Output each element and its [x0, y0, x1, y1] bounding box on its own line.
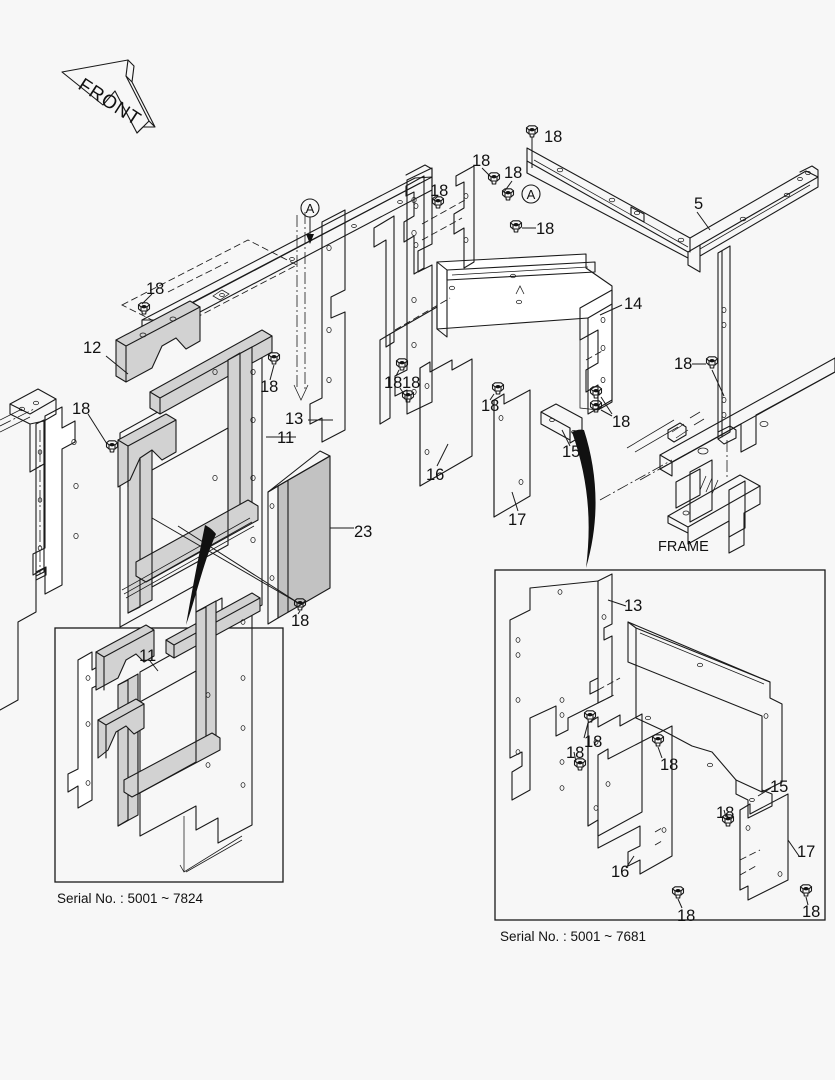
label-18: 18 — [402, 374, 420, 392]
label-18: 18 — [472, 152, 490, 170]
inset-right-label-16: 16 — [611, 863, 629, 881]
inset-right-serial: Serial No. : 5001 ~ 7681 — [500, 929, 646, 944]
label-18: 18 — [612, 413, 630, 431]
part-11-radiator-frame — [32, 300, 273, 628]
inset-left-label-11: 11 — [139, 647, 156, 665]
main-item-labels: 18 18 18 18 18 18 18 18 18 18 18 18 18 1… — [72, 128, 703, 630]
label-18: 18 — [504, 164, 522, 182]
callout-a-right: A — [521, 184, 541, 204]
label-15: 15 — [562, 443, 580, 461]
inset-right-label-18: 18 — [566, 744, 584, 762]
left-frame-stub — [0, 388, 57, 711]
inset-right-content: 13 15 16 17 18 18 18 18 18 18 — [509, 573, 820, 925]
part-5-vertical-post — [717, 245, 737, 478]
bolt-group-main — [87, 125, 725, 615]
label-5: 5 — [694, 195, 703, 213]
label-18: 18 — [536, 220, 554, 238]
label-18: 18 — [481, 397, 499, 415]
label-18: 18 — [260, 378, 278, 396]
part-13-divider-plate — [309, 167, 433, 443]
frame-structure — [599, 357, 835, 554]
inset-right-label-17: 17 — [797, 843, 815, 861]
part-23-cooler-panel — [267, 450, 331, 625]
inset-right-label-18: 18 — [677, 907, 695, 925]
label-13: 13 — [285, 410, 303, 428]
inset-left-box — [54, 627, 284, 883]
part-5-support-beam — [526, 147, 819, 273]
callout-a-right-text: A — [527, 187, 536, 202]
part-13-centerline — [296, 212, 306, 390]
pointer-arrow-left — [186, 525, 216, 625]
label-17: 17 — [508, 511, 526, 529]
label-18: 18 — [384, 374, 402, 392]
part-13-arrow — [293, 384, 309, 401]
inset-right-label-18: 18 — [716, 804, 734, 822]
label-18: 18 — [430, 182, 448, 200]
frame-label: FRAME — [658, 539, 709, 555]
label-12: 12 — [83, 339, 101, 357]
inset-right-label-18: 18 — [660, 756, 678, 774]
inset-right-label-18: 18 — [802, 903, 820, 921]
rail-projection-dashed — [121, 239, 298, 331]
label-18: 18 — [544, 128, 562, 146]
label-18: 18 — [291, 612, 309, 630]
front-arrow-icon — [61, 59, 156, 134]
inset-right-label-15: 15 — [770, 778, 788, 796]
callout-a-left: A — [300, 198, 320, 244]
label-14: 14 — [624, 295, 642, 313]
main-leader-lines — [105, 211, 711, 529]
inset-right-label-13: 13 — [624, 597, 642, 615]
callout-a-left-text: A — [306, 201, 315, 216]
label-16: 16 — [426, 466, 444, 484]
part-14-cover — [373, 215, 613, 425]
label-11: 11 — [277, 429, 294, 447]
part-17-panel — [493, 389, 531, 518]
pointer-arrow-right — [572, 429, 596, 568]
leader-11-to-23 — [151, 517, 301, 605]
part-16-panel — [419, 358, 473, 487]
label-18: 18 — [674, 355, 692, 373]
label-18: 18 — [72, 400, 90, 418]
label-23: 23 — [354, 523, 372, 541]
bracket-plates — [403, 165, 475, 275]
inset-left-serial: Serial No. : 5001 ~ 7824 — [57, 891, 203, 906]
inset-right-label-18: 18 — [584, 733, 602, 751]
inset-right-box — [494, 569, 826, 921]
inset-left-content: 11 — [67, 592, 261, 873]
label-18: 18 — [146, 280, 164, 298]
